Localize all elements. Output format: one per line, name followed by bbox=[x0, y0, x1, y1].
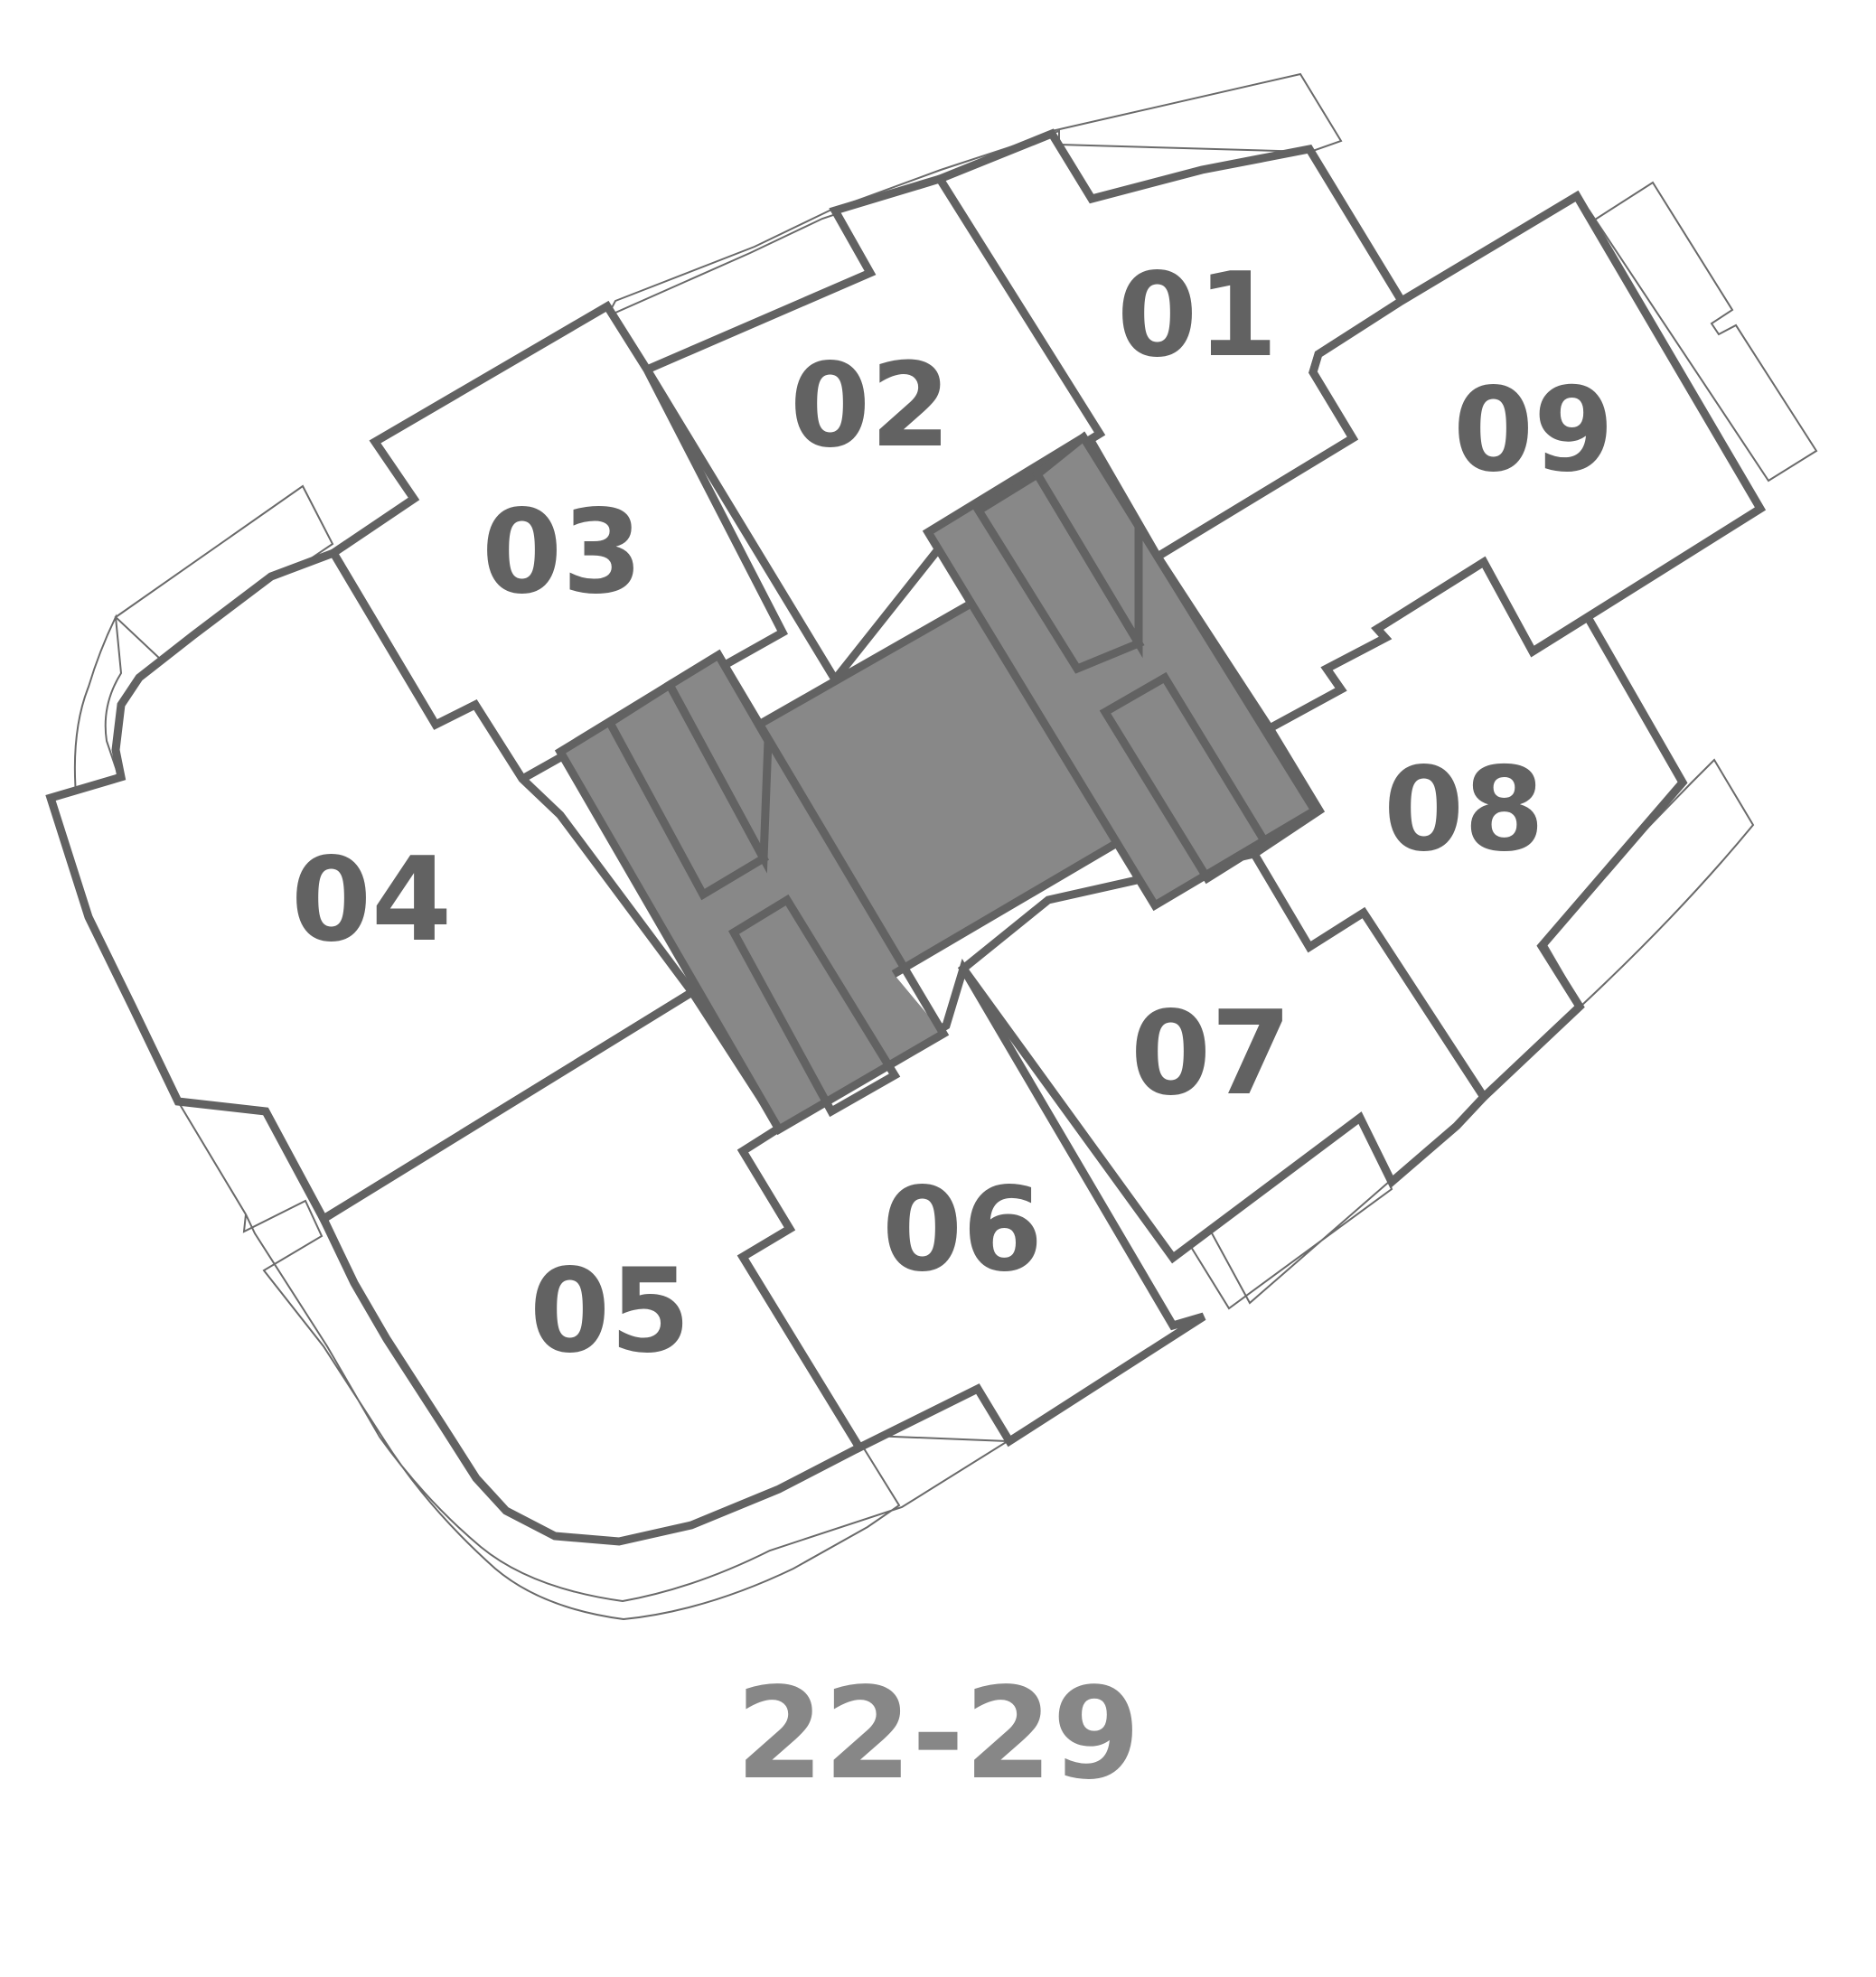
floor-range-label: 22-29 bbox=[736, 1661, 1140, 1808]
unit-04[interactable] bbox=[45, 548, 699, 1225]
core bbox=[554, 431, 1321, 1136]
unit-06[interactable] bbox=[736, 958, 1206, 1453]
unit-09[interactable] bbox=[1151, 190, 1767, 734]
